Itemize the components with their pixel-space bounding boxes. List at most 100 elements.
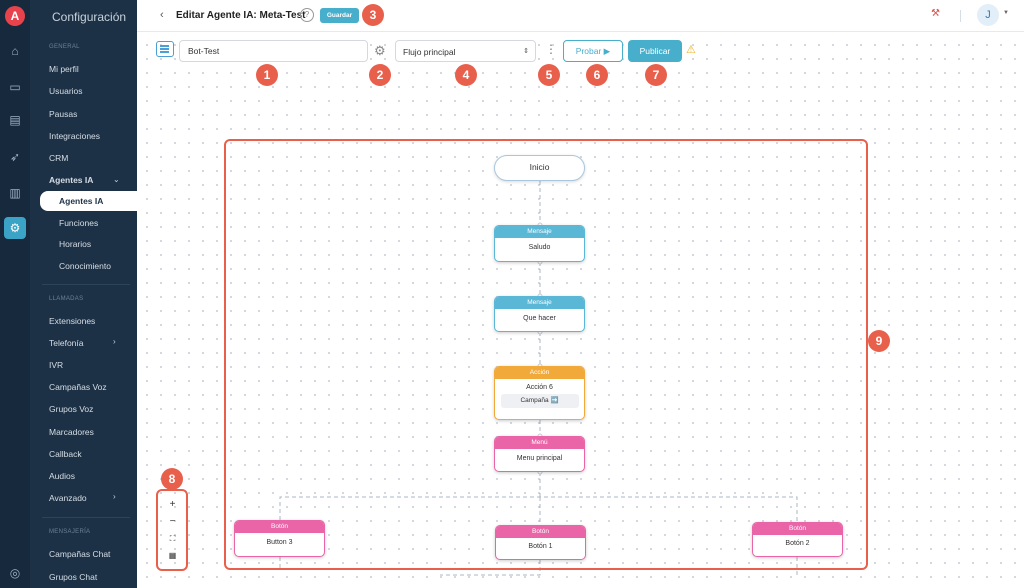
node-header: Botón: [753, 523, 842, 535]
node-header: Menú: [495, 437, 584, 449]
publish-button[interactable]: Publicar: [628, 40, 682, 62]
sidebar-divider: [42, 284, 130, 285]
sidebar-item-campanas-voz[interactable]: Campañas Voz: [49, 382, 107, 392]
menu-node[interactable]: Menú Menu principal: [494, 436, 585, 472]
page-header: ‹ Editar Agente IA: Meta-Test ? Guardar …: [137, 0, 1024, 32]
callout-badge: 1: [256, 64, 278, 86]
chat-icon: [156, 41, 174, 57]
home-icon[interactable]: ⌂: [11, 44, 19, 58]
start-node[interactable]: Inicio: [494, 155, 585, 181]
node-header: Botón: [235, 521, 324, 533]
node-body: Saludo: [528, 244, 551, 251]
fit-view-icon[interactable]: ⛶: [169, 534, 176, 543]
sidebar-item-ivr[interactable]: IVR: [49, 360, 64, 370]
campaign-tag: Campaña ➡️: [500, 394, 579, 408]
message-node[interactable]: Mensaje Que hacer: [494, 296, 585, 332]
sidebar-subitem-horarios[interactable]: Horarios: [59, 239, 92, 249]
callout-badge: 4: [455, 64, 477, 86]
test-button-label: Probar: [575, 46, 602, 56]
more-options-icon[interactable]: ⋮: [545, 42, 557, 56]
header-divider: [960, 10, 961, 22]
back-arrow-icon[interactable]: ‹: [160, 9, 164, 21]
sidebar-item-marcadores[interactable]: Marcadores: [49, 427, 94, 437]
sidebar-item-telefonia[interactable]: Telefonía: [49, 338, 84, 348]
flow-select[interactable]: Flujo principal ⇕: [395, 40, 536, 62]
button-node[interactable]: Botón Botón 2: [752, 522, 843, 557]
callout-badge: 8: [161, 468, 183, 490]
callout-badge: 6: [586, 64, 608, 86]
sidebar-item-campanas-chat[interactable]: Campañas Chat: [49, 549, 111, 559]
callout-badge: 5: [538, 64, 560, 86]
sidebar-subitem-agentes-ia[interactable]: Agentes IA: [40, 191, 137, 211]
clipboard-icon[interactable]: ▤: [9, 113, 21, 127]
help-icon[interactable]: ?: [300, 8, 314, 22]
section-mensajeria: MENSAJERÍA: [49, 529, 91, 535]
node-body: Button 3: [266, 539, 293, 546]
sidebar-divider: [42, 517, 130, 518]
play-icon: ▶: [603, 46, 611, 56]
save-button[interactable]: Guardar: [320, 8, 359, 23]
action-node[interactable]: Acción Acción 6 Campaña ➡️: [494, 366, 585, 420]
node-header: Botón: [496, 526, 585, 538]
callout-badge: 9: [868, 330, 890, 352]
sidebar-item-mi-perfil[interactable]: Mi perfil: [49, 64, 79, 74]
monitor-icon[interactable]: ▭: [9, 80, 21, 94]
message-node[interactable]: Mensaje Saludo: [494, 225, 585, 262]
callout-badge: 2: [369, 64, 391, 86]
callout-badge: 7: [645, 64, 667, 86]
minimap-icon[interactable]: ▦: [168, 551, 177, 560]
callout-badge: 3: [362, 4, 384, 26]
caret-down-icon[interactable]: ▼: [1003, 10, 1009, 16]
node-header: Acción: [495, 367, 584, 379]
sidebar-item-avanzado[interactable]: Avanzado: [49, 493, 87, 503]
button-node[interactable]: Botón Button 3: [234, 520, 325, 557]
chevron-down-icon: ⌄: [113, 175, 120, 184]
sidebar-item-crm[interactable]: CRM: [49, 153, 69, 163]
sidebar-item-audios[interactable]: Audios: [49, 471, 75, 481]
select-arrows-icon: ⇕: [523, 48, 529, 55]
section-llamadas: LLAMADAS: [49, 296, 84, 302]
tools-icon[interactable]: ⚒: [931, 8, 940, 19]
zoom-in-icon[interactable]: +: [169, 499, 176, 510]
warning-icon[interactable]: ⚠: [686, 44, 696, 56]
settings-sidebar: Configuración GENERAL Mi perfil Usuarios…: [30, 0, 137, 588]
settings-icon[interactable]: ⚙: [4, 217, 26, 239]
edge-boton1-out: [440, 560, 541, 576]
section-general: GENERAL: [49, 44, 80, 50]
chevron-right-icon: ›: [113, 492, 116, 501]
app-logo[interactable]: A: [5, 6, 25, 26]
zoom-controls-highlight: [156, 489, 188, 571]
flow-area-highlight: [224, 139, 868, 570]
sidebar-item-pausas[interactable]: Pausas: [49, 109, 78, 119]
sidebar-item-grupos-voz[interactable]: Grupos Voz: [49, 404, 94, 414]
flow-select-value: Flujo principal: [403, 47, 456, 57]
chevron-right-icon: ›: [113, 337, 116, 346]
sidebar-item-extensiones[interactable]: Extensiones: [49, 316, 96, 326]
sidebar-item-grupos-chat[interactable]: Grupos Chat: [49, 572, 98, 582]
sidebar-item-agentes-ia[interactable]: Agentes IA: [49, 175, 94, 185]
sidebar-subitem-conocimiento[interactable]: Conocimiento: [59, 261, 111, 271]
sidebar-subitem-funciones[interactable]: Funciones: [59, 218, 99, 228]
sidebar-title: Configuración: [52, 10, 127, 24]
node-body: Botón 2: [785, 540, 810, 547]
node-body: Botón 1: [528, 543, 553, 550]
bot-name-input[interactable]: [179, 40, 368, 62]
chart-icon[interactable]: ▥: [9, 186, 21, 200]
sidebar-item-callback[interactable]: Callback: [49, 449, 82, 459]
test-button[interactable]: Probar ▶: [563, 40, 623, 62]
button-node[interactable]: Botón Botón 1: [495, 525, 586, 560]
zoom-out-icon[interactable]: −: [169, 516, 176, 527]
sidebar-item-usuarios[interactable]: Usuarios: [49, 86, 83, 96]
gear-icon[interactable]: ⚙: [374, 43, 386, 58]
node-body: Que hacer: [523, 315, 556, 322]
node-body: Acción 6: [526, 384, 553, 391]
icon-rail: A ⌂ ▭ ▤ ➶ ▥ ⚙ ◎: [0, 0, 30, 588]
sidebar-item-integraciones[interactable]: Integraciones: [49, 131, 101, 141]
page-title: Editar Agente IA: Meta-Test: [176, 10, 306, 21]
avatar[interactable]: J: [977, 4, 999, 26]
node-body: Menu principal: [516, 455, 563, 462]
node-header: Mensaje: [495, 297, 584, 309]
zoom-controls: + − ⛶ ▦: [164, 496, 181, 564]
rocket-icon[interactable]: ➶: [9, 150, 21, 164]
lifebuoy-icon[interactable]: ◎: [9, 566, 21, 580]
